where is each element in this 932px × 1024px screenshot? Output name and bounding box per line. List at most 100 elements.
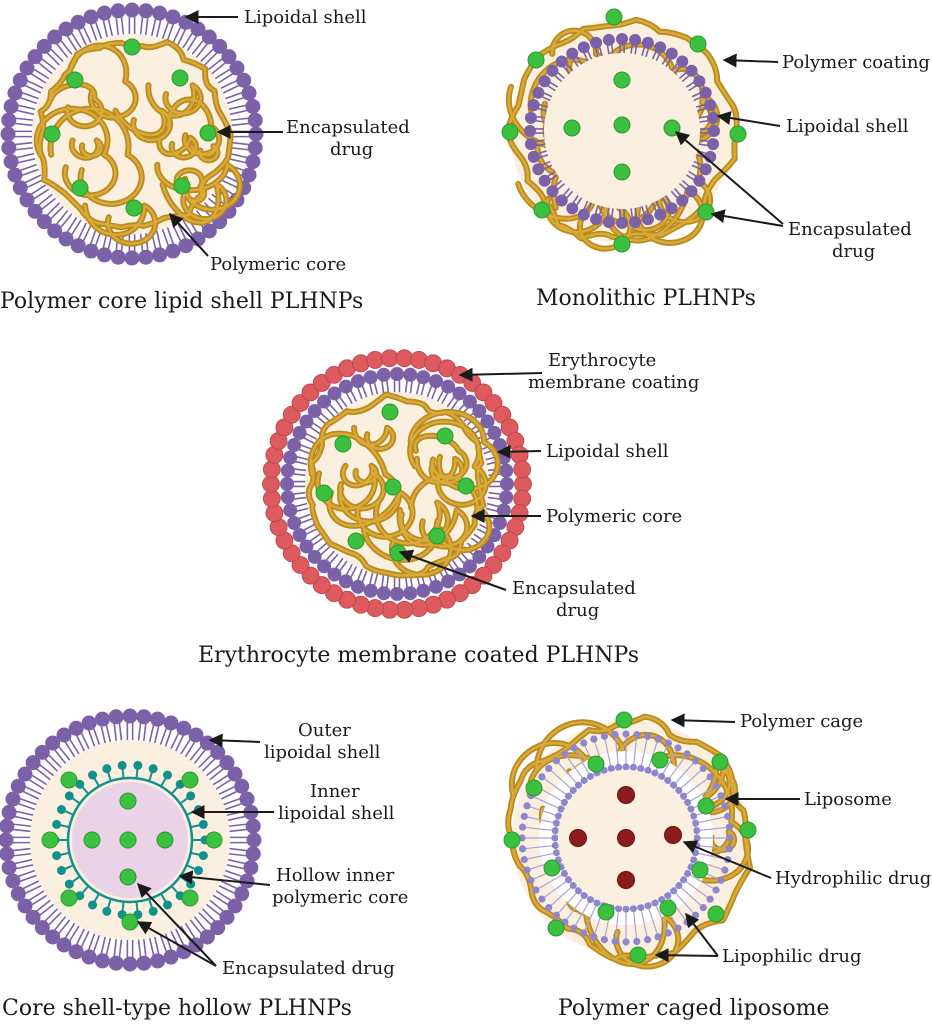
inner-lipid-tail bbox=[179, 796, 189, 805]
lipid-head bbox=[36, 38, 52, 54]
label-hollow-inner-core: Hollow inner polymeric core bbox=[272, 865, 408, 908]
liposome-tail bbox=[557, 762, 578, 785]
hydrophilic-drug bbox=[664, 826, 682, 844]
lipid-tail bbox=[485, 502, 502, 508]
liposome-outer-head bbox=[523, 866, 531, 874]
liposome-tail bbox=[543, 880, 568, 898]
lipid-head bbox=[699, 163, 712, 176]
inner-lipid-head bbox=[75, 891, 85, 901]
inner-lipid-tail bbox=[63, 864, 74, 871]
membrane-bead bbox=[513, 460, 532, 479]
label-polymeric-core: Polymeric core bbox=[210, 254, 346, 275]
inner-lipid-tail bbox=[71, 875, 81, 884]
lipophilic-drug bbox=[711, 753, 729, 771]
lipid-head bbox=[462, 394, 477, 409]
liposome-outer-head bbox=[545, 764, 553, 773]
lipophilic-drug bbox=[651, 751, 669, 769]
liposome-inner-head bbox=[564, 876, 573, 884]
encapsulated-drug bbox=[697, 203, 715, 221]
lipid-head bbox=[234, 886, 250, 902]
liposome-tail bbox=[640, 909, 648, 937]
liposome-inner-head bbox=[551, 834, 559, 842]
label-erythrocyte-line2: membrane coating bbox=[528, 372, 699, 393]
lipid-tail bbox=[296, 513, 312, 521]
liposome-inner-head bbox=[560, 798, 569, 807]
lipid-head bbox=[338, 379, 353, 394]
lipid-head bbox=[3, 98, 19, 114]
lipid-head bbox=[527, 150, 540, 163]
lipid-tail bbox=[215, 777, 234, 790]
encapsulated-drug bbox=[613, 163, 631, 181]
liposome-outer-head bbox=[552, 757, 561, 765]
lipid-tail bbox=[381, 573, 385, 590]
lipid-head bbox=[56, 937, 72, 953]
liposome-tail bbox=[688, 786, 714, 803]
lipid-head bbox=[94, 953, 110, 969]
lipid-head bbox=[136, 709, 152, 725]
liposome-tail bbox=[525, 845, 554, 850]
inner-lipid-tail bbox=[186, 864, 197, 871]
encapsulated-drug bbox=[613, 71, 631, 89]
lipid-tail bbox=[15, 104, 36, 110]
liposome-outer-head bbox=[580, 739, 588, 747]
liposome-outer-head bbox=[561, 750, 569, 758]
lipid-tail bbox=[37, 903, 54, 918]
lipophilic-drug bbox=[629, 946, 647, 964]
lipid-head bbox=[124, 2, 140, 18]
lipid-tail bbox=[486, 496, 503, 500]
lipid-tail bbox=[229, 153, 250, 159]
liposome-tail bbox=[688, 873, 714, 890]
lipid-head bbox=[441, 574, 456, 589]
label-outer-lipoidal-shell: Outer lipoidal shell bbox=[264, 720, 381, 763]
label-polymer-cage: Polymer cage bbox=[740, 711, 863, 732]
liposome-outer-head bbox=[633, 937, 641, 946]
lipid-head bbox=[0, 846, 15, 862]
lipid-head bbox=[68, 944, 84, 960]
liposome-outer-head bbox=[691, 757, 700, 765]
lipid-tail bbox=[100, 936, 106, 957]
lipid-tail bbox=[164, 727, 173, 747]
lipid-head bbox=[299, 539, 314, 554]
encapsulated-drug bbox=[171, 69, 189, 87]
lipid-head bbox=[577, 41, 590, 54]
lipid-tail bbox=[230, 117, 252, 121]
lipid-head bbox=[1, 140, 17, 156]
liposome-inner-head bbox=[644, 766, 652, 775]
lipid-head bbox=[201, 29, 217, 45]
lipid-head bbox=[685, 64, 698, 77]
lipid-tail bbox=[149, 722, 155, 743]
lipid-tail bbox=[166, 227, 175, 247]
liposome-tail bbox=[633, 910, 638, 939]
lipid-tail bbox=[65, 216, 78, 235]
lipid-head bbox=[555, 55, 568, 68]
inner-lipid-tail bbox=[63, 809, 74, 816]
liposome-tail bbox=[633, 737, 638, 766]
liposome-inner-head bbox=[679, 876, 688, 884]
lipid-tail bbox=[29, 773, 48, 786]
encapsulated-drug bbox=[119, 831, 137, 849]
label-inner-line1: Inner bbox=[310, 781, 360, 802]
lipid-head bbox=[227, 898, 243, 914]
lipid-head bbox=[110, 249, 126, 265]
lipid-head bbox=[5, 873, 21, 889]
liposome-outer-head bbox=[721, 866, 729, 874]
lipid-head bbox=[287, 437, 302, 452]
label-hydrophilic-drug: Hydrophilic drug bbox=[775, 868, 931, 889]
liposome-tail bbox=[614, 737, 619, 766]
inner-lipid-tail bbox=[93, 893, 100, 903]
lipid-head bbox=[163, 715, 179, 731]
liposome-tail bbox=[661, 750, 678, 776]
label-lipoidal-shell: Lipoidal shell bbox=[786, 116, 909, 137]
lipid-head bbox=[350, 579, 365, 594]
lipid-head bbox=[0, 832, 14, 848]
caption-monolithic: Monolithic PLHNPs bbox=[536, 286, 756, 311]
liposome-outer-head bbox=[674, 924, 682, 932]
lipid-head bbox=[150, 953, 166, 969]
lipid-tail bbox=[420, 381, 426, 398]
inner-lipid-head bbox=[194, 866, 204, 876]
lipid-tail bbox=[159, 934, 168, 955]
lipid-head bbox=[532, 163, 545, 176]
lipid-head bbox=[245, 154, 261, 170]
inner-lipid-line bbox=[66, 776, 194, 904]
liposome-outer-head bbox=[712, 782, 720, 790]
